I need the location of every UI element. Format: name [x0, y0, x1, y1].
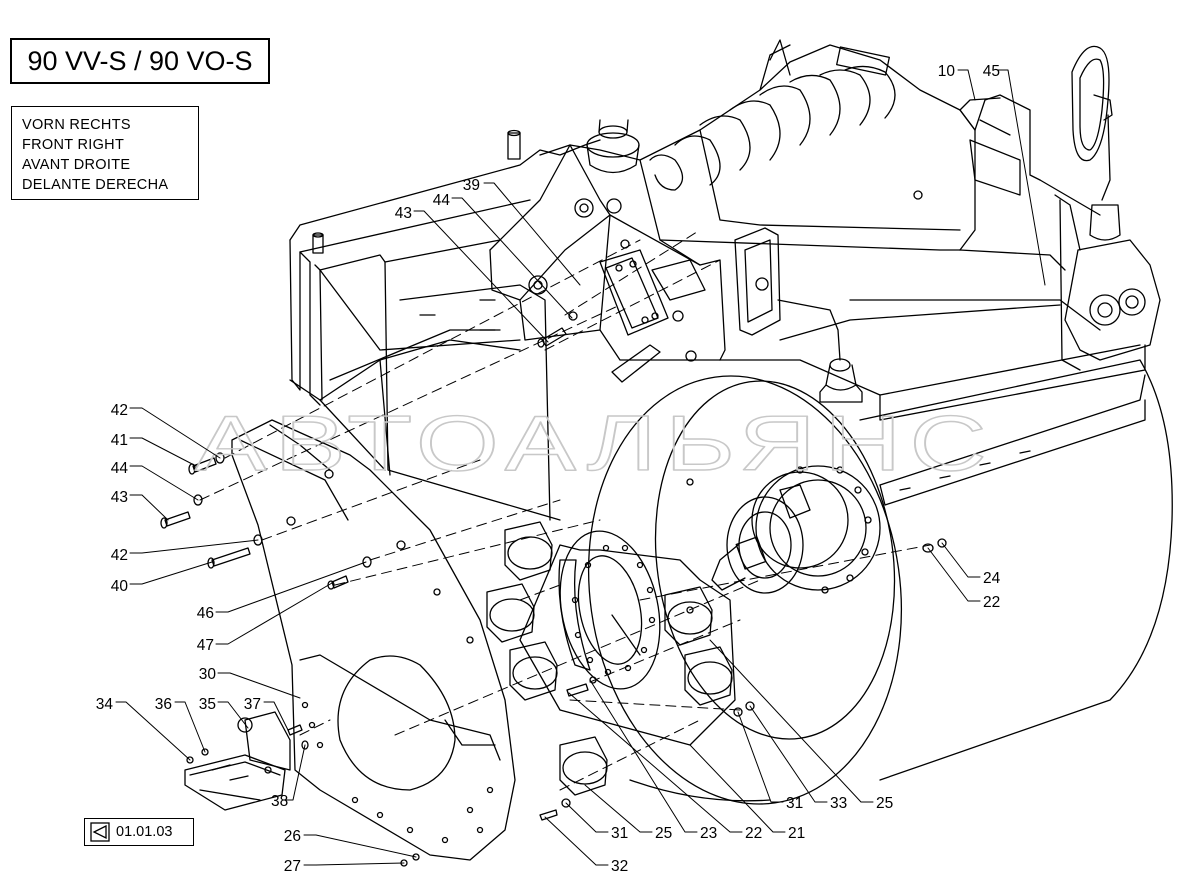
leader-line-31 — [737, 711, 784, 803]
callout-25[interactable]: 25 — [876, 795, 893, 812]
leader-line-26 — [303, 834, 417, 858]
leader-line-24 — [941, 542, 981, 578]
mounting-plate — [519, 544, 736, 746]
callout-36[interactable]: 36 — [155, 696, 172, 713]
leader-line-35 — [217, 701, 249, 729]
leader-line-22 — [927, 547, 981, 602]
leader-line-31 — [565, 802, 609, 833]
callout-10[interactable]: 10 — [938, 63, 956, 80]
assembly-lines — [199, 229, 931, 791]
callout-labels: 10 45 39 44 43 42 41 44 43 42 40 46 47 30 34 36 35 37 38 26… — [96, 63, 1001, 875]
reference-code: 01.01.03 — [116, 824, 173, 840]
leader-line-42 — [129, 407, 221, 459]
callout-22[interactable]: 22 — [983, 594, 1000, 611]
leader-line-10 — [957, 69, 976, 101]
leader-line-21 — [689, 744, 786, 833]
side-plate — [231, 419, 516, 861]
callout-43[interactable]: 43 — [111, 489, 128, 506]
leader-line-36 — [174, 701, 206, 753]
callout-42[interactable]: 42 — [111, 402, 128, 419]
leader-line-42 — [129, 539, 259, 554]
mount-ring — [558, 530, 661, 690]
callout-23[interactable]: 23 — [700, 825, 717, 842]
rear-deck — [779, 94, 1146, 506]
scraper-bracket — [184, 711, 291, 811]
callout-47[interactable]: 47 — [197, 637, 214, 654]
callout-39[interactable]: 39 — [463, 177, 480, 194]
leader-line-23 — [589, 679, 698, 833]
watermark-text: АВТОАЛЬЯНС — [195, 399, 995, 487]
callout-30[interactable]: 30 — [199, 666, 217, 683]
callout-35[interactable]: 35 — [199, 696, 216, 713]
leader-line-22 — [568, 692, 743, 833]
callout-25[interactable]: 25 — [655, 825, 672, 842]
leader-line-37 — [263, 701, 289, 731]
triangle-pointer-icon — [90, 822, 110, 842]
callout-27[interactable]: 27 — [284, 858, 301, 875]
rubber-dampers — [486, 521, 733, 796]
orientation-line-en: FRONT RIGHT — [22, 137, 125, 153]
callout-46[interactable]: 46 — [197, 605, 214, 622]
callout-26[interactable]: 26 — [284, 828, 301, 845]
callout-31[interactable]: 31 — [611, 825, 628, 842]
callout-33[interactable]: 33 — [830, 795, 847, 812]
orientation-line-de: VORN RECHTS — [22, 117, 131, 133]
leader-lines — [115, 69, 1046, 866]
leader-line-44 — [451, 197, 573, 319]
model-title: 90 VV-S / 90 VO-S — [10, 38, 270, 84]
leader-line-38 — [282, 744, 306, 801]
right-mirror-joystick — [1054, 45, 1161, 371]
callout-24[interactable]: 24 — [983, 570, 1001, 587]
callout-41[interactable]: 41 — [111, 432, 128, 449]
callout-44[interactable]: 44 — [433, 192, 451, 209]
callout-44[interactable]: 44 — [111, 460, 129, 477]
left-lever — [734, 227, 863, 403]
callout-40[interactable]: 40 — [111, 578, 129, 595]
leader-line-43 — [129, 494, 169, 521]
leader-line-47 — [215, 582, 333, 645]
callout-21[interactable]: 21 — [788, 825, 805, 842]
leader-line-45 — [997, 69, 1046, 286]
callout-38[interactable]: 38 — [271, 793, 288, 810]
rear-frame — [289, 129, 601, 521]
leader-line-41 — [129, 437, 197, 467]
leader-line-25 — [584, 784, 653, 833]
leader-line-40 — [129, 561, 213, 585]
leader-line-33 — [749, 705, 828, 803]
engine-hood — [489, 39, 976, 383]
leader-line-32 — [544, 816, 609, 866]
callout-34[interactable]: 34 — [96, 696, 114, 713]
callout-22[interactable]: 22 — [745, 825, 762, 842]
leader-line-46 — [215, 561, 367, 613]
callout-43[interactable]: 43 — [395, 205, 412, 222]
roller-drum — [587, 359, 1173, 805]
leader-line-34 — [115, 701, 191, 761]
callout-45[interactable]: 45 — [983, 63, 1000, 80]
leader-line-44 — [129, 465, 199, 501]
leader-line-43 — [413, 210, 549, 343]
callout-42[interactable]: 42 — [111, 547, 128, 564]
callout-31[interactable]: 31 — [786, 795, 803, 812]
leader-line-25 — [709, 639, 874, 803]
cross-reference-box[interactable]: 01.01.03 — [84, 818, 194, 846]
leader-line-27 — [303, 862, 405, 866]
leader-line-39 — [483, 182, 581, 286]
callout-37[interactable]: 37 — [244, 696, 261, 713]
leader-line-30 — [217, 672, 301, 699]
orientation-legend: VORN RECHTS FRONT RIGHT AVANT DROITE DEL… — [11, 106, 199, 200]
orientation-line-es: DELANTE DERECHA — [22, 177, 169, 193]
orientation-line-fr: AVANT DROITE — [22, 157, 131, 173]
callout-32[interactable]: 32 — [611, 858, 628, 875]
